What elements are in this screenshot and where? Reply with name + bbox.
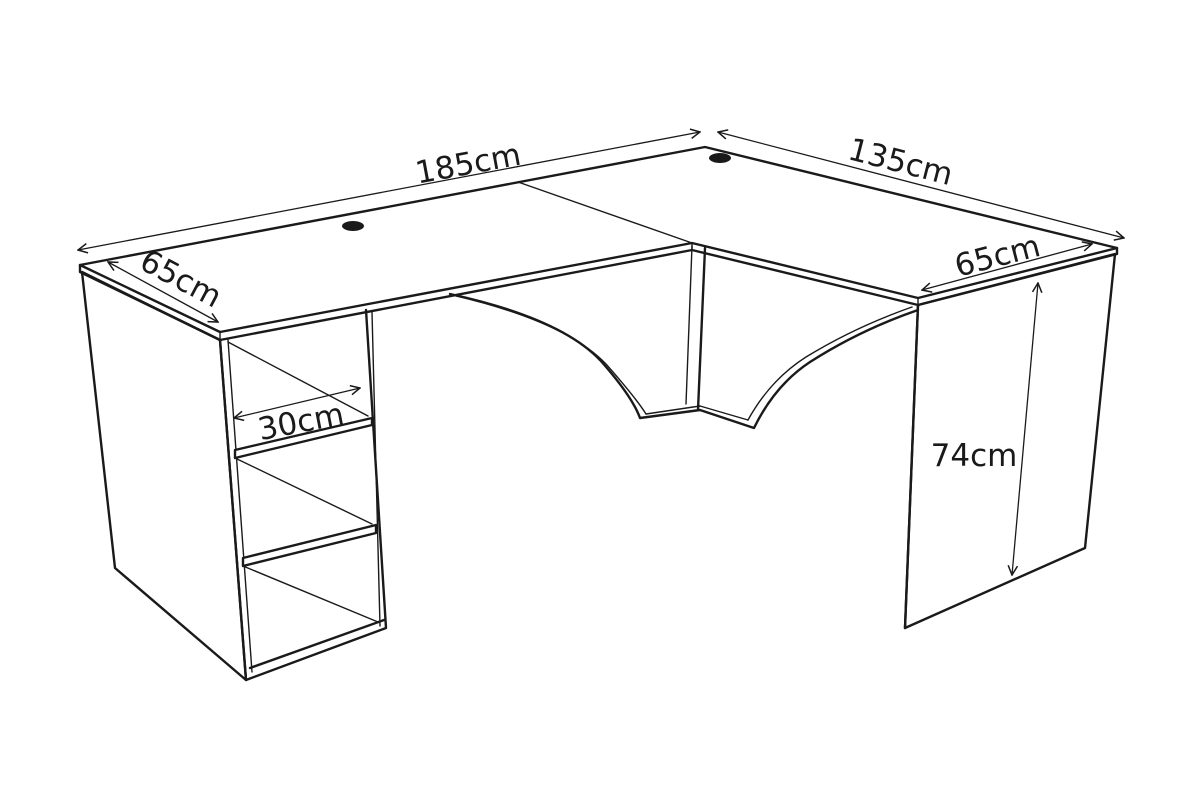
label-30cm: 30cm bbox=[255, 396, 347, 448]
cable-grommet-right bbox=[709, 153, 731, 163]
shelf-2 bbox=[241, 523, 378, 568]
shelf-unit bbox=[218, 308, 388, 682]
left-side-panel bbox=[80, 270, 248, 682]
dimension-shelf-width: 30cm bbox=[234, 388, 360, 448]
dimension-height: 74cm bbox=[931, 283, 1038, 575]
label-74cm: 74cm bbox=[931, 438, 1018, 474]
shelf-1 bbox=[233, 416, 374, 460]
modesty-panel bbox=[448, 245, 920, 430]
cable-grommet-left bbox=[342, 221, 364, 231]
label-135cm: 135cm bbox=[844, 132, 956, 193]
